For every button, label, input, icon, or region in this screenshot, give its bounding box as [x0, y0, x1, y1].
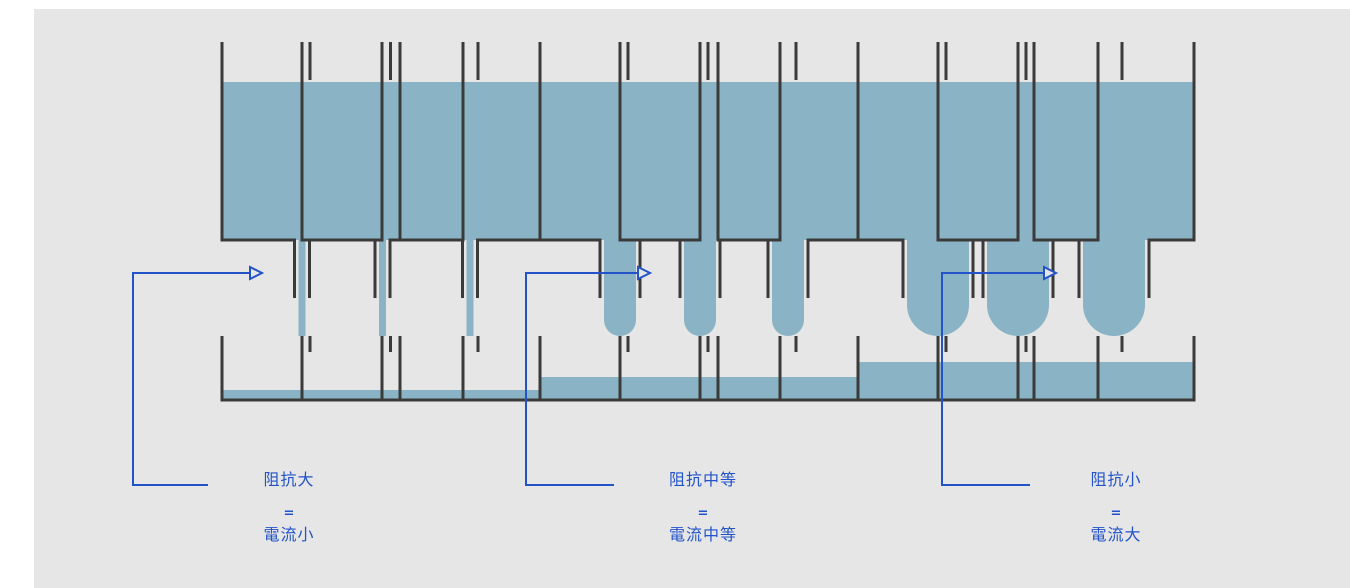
caption-medium-line2: 電流中等: [669, 525, 737, 544]
arrow-head-low_resistance: [1043, 265, 1059, 281]
caption-low-line1: 阻抗小: [1090, 470, 1141, 489]
caption-medium-line1: 阻抗中等: [669, 470, 737, 489]
arrow-low_resistance: [941, 265, 1059, 486]
lower-container-medium_resistance-1: [618, 336, 782, 402]
stream-medium_resistance-1: [684, 240, 716, 336]
caption-high-equals: =: [284, 506, 295, 521]
upper-container-low_resistance-0: [856, 42, 1020, 298]
arrow-medium_resistance: [525, 265, 653, 486]
caption-low-equals: =: [1111, 506, 1122, 521]
stream-medium_resistance-2: [772, 240, 804, 336]
stream-low_resistance-2: [1083, 240, 1145, 336]
caption-medium-equals: =: [698, 506, 709, 521]
caption-high-resistance: 阻抗大 = 電流小: [263, 470, 314, 544]
arrow-line-low_resistance: [941, 272, 1044, 486]
arrow-line-high_resistance: [132, 272, 250, 486]
caption-low-resistance: 阻抗小 = 電流大: [1090, 470, 1141, 544]
lower-container-high_resistance-1: [300, 336, 465, 402]
caption-high-line1: 阻抗大: [263, 470, 314, 489]
lower-container-low_resistance-1: [936, 336, 1100, 402]
lower-container-low_resistance-2: [1032, 336, 1196, 402]
stream-medium_resistance-0: [604, 240, 636, 336]
callout-arrows: [132, 265, 1059, 486]
arrow-high_resistance: [132, 265, 265, 486]
arrow-head-high_resistance: [249, 265, 265, 281]
upper-container-low_resistance-2: [1032, 42, 1196, 298]
stream-low_resistance-0: [907, 240, 969, 336]
lower-water-low_resistance: [858, 362, 1194, 400]
stream-high_resistance-2: [466, 240, 474, 336]
caption-medium-resistance: 阻抗中等 = 電流中等: [669, 470, 737, 544]
container-outlines: [220, 42, 1196, 402]
stream-high_resistance-0: [298, 240, 306, 336]
arrow-head-medium_resistance: [637, 265, 653, 281]
caption-low-line2: 電流大: [1090, 525, 1141, 544]
stream-low_resistance-1: [987, 240, 1049, 336]
stream-high_resistance-1: [379, 240, 386, 336]
caption-high-line2: 電流小: [263, 525, 314, 544]
arrow-line-medium_resistance: [525, 272, 638, 486]
upper-water-low_resistance: [858, 82, 1194, 240]
